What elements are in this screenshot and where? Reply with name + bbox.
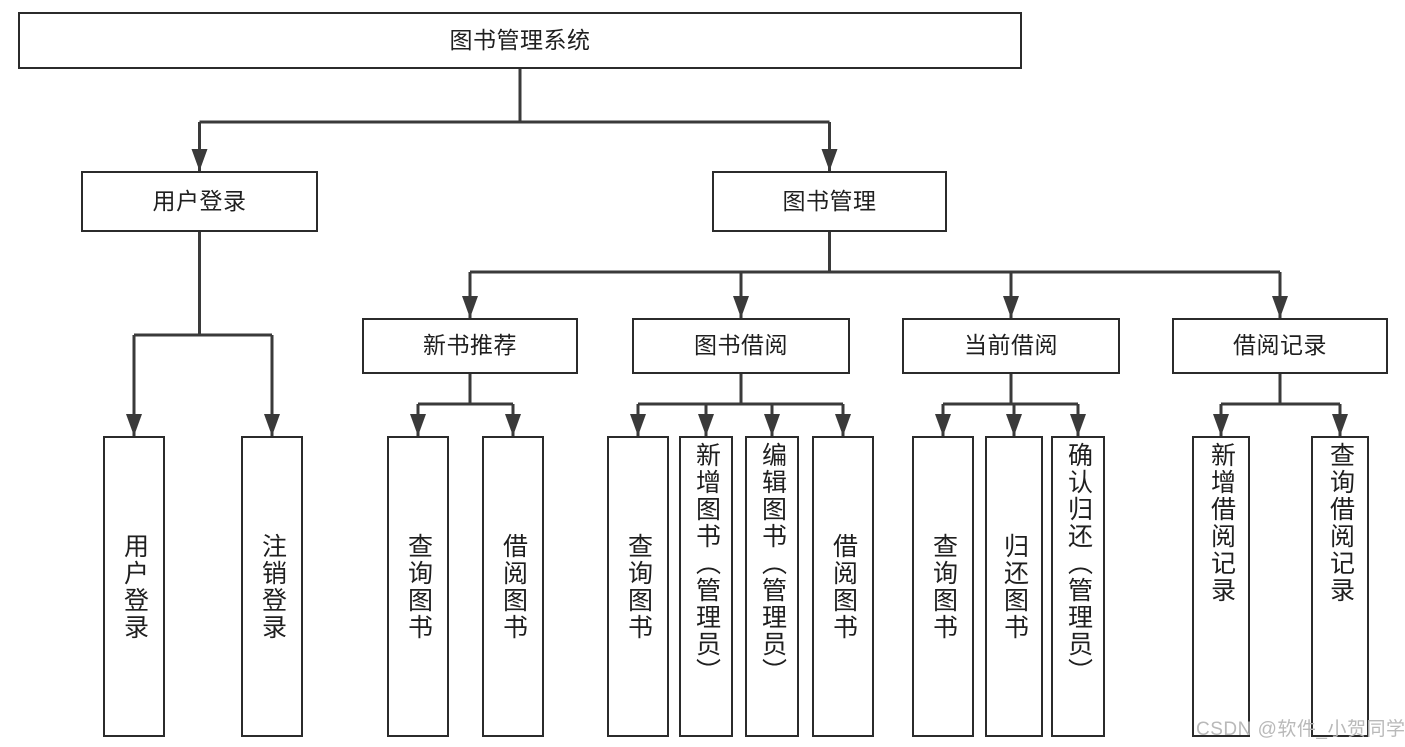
- node-label-current-borrow: 当前借阅: [964, 332, 1058, 359]
- node-leaf-logout: 注销登录: [241, 436, 303, 737]
- node-label-book-borrow: 图书借阅: [694, 332, 788, 359]
- arrowhead-0-0: [191, 149, 208, 171]
- node-leaf-br-add-record: 新增借阅记录: [1192, 436, 1250, 737]
- node-label-leaf-bb-query-book: 查询图书: [624, 532, 653, 641]
- node-leaf-cb-query-book: 查询图书: [912, 436, 974, 737]
- arrowhead-5-2: [1070, 414, 1086, 436]
- arrowhead-5-0: [935, 414, 951, 436]
- arrowhead-1-0: [462, 296, 478, 318]
- node-label-leaf-bb-borrow-book: 借阅图书: [829, 532, 858, 641]
- node-book-manage: 图书管理: [712, 171, 947, 232]
- node-leaf-user-login: 用户登录: [103, 436, 165, 737]
- node-leaf-cb-return-book: 归还图书: [985, 436, 1043, 737]
- arrowhead-4-1: [698, 414, 714, 436]
- arrowhead-3-0: [410, 414, 426, 436]
- node-label-leaf-logout: 注销登录: [258, 532, 287, 641]
- arrowhead-1-1: [733, 296, 749, 318]
- node-book-borrow: 图书借阅: [632, 318, 850, 374]
- node-label-borrow-record: 借阅记录: [1233, 332, 1327, 359]
- node-label-leaf-cb-return-book: 归还图书: [1000, 532, 1029, 641]
- node-new-book-rec: 新书推荐: [362, 318, 578, 374]
- arrowhead-2-0: [126, 414, 142, 436]
- arrowhead-6-0: [1213, 414, 1229, 436]
- arrowhead-5-1: [1006, 414, 1022, 436]
- node-leaf-bb-query-book: 查询图书: [607, 436, 669, 737]
- node-label-new-book-rec: 新书推荐: [423, 332, 517, 359]
- node-label-book-manage: 图书管理: [782, 187, 877, 214]
- arrowhead-6-1: [1332, 414, 1348, 436]
- arrowhead-1-2: [1003, 296, 1019, 318]
- node-current-borrow: 当前借阅: [902, 318, 1120, 374]
- arrowhead-4-0: [630, 414, 646, 436]
- node-label-leaf-user-login: 用户登录: [120, 532, 149, 641]
- node-label-leaf-br-add-record: 新增借阅记录: [1207, 442, 1236, 604]
- node-label-leaf-bb-add-book: 新增图书（管理员）: [692, 442, 721, 685]
- node-leaf-rec-borrow-book: 借阅图书: [482, 436, 544, 737]
- node-leaf-rec-query-book: 查询图书: [387, 436, 449, 737]
- arrowhead-1-3: [1272, 296, 1288, 318]
- node-leaf-bb-add-book: 新增图书（管理员）: [679, 436, 733, 737]
- node-label-leaf-cb-query-book: 查询图书: [929, 532, 958, 641]
- node-leaf-bb-edit-book: 编辑图书（管理员）: [745, 436, 799, 737]
- node-label-leaf-bb-edit-book: 编辑图书（管理员）: [758, 442, 787, 685]
- node-leaf-cb-confirm-return: 确认归还（管理员）: [1051, 436, 1105, 737]
- node-user-login: 用户登录: [81, 171, 318, 232]
- node-leaf-br-query-record: 查询借阅记录: [1311, 436, 1369, 737]
- node-label-leaf-cb-confirm-return: 确认归还（管理员）: [1064, 442, 1093, 685]
- node-label-leaf-rec-query-book: 查询图书: [404, 532, 433, 641]
- node-label-leaf-br-query-record: 查询借阅记录: [1326, 442, 1355, 604]
- arrowhead-2-1: [264, 414, 280, 436]
- node-borrow-record: 借阅记录: [1172, 318, 1388, 374]
- arrowhead-0-1: [821, 149, 838, 171]
- node-label-user-login: 用户登录: [152, 187, 247, 214]
- arrowhead-3-1: [505, 414, 521, 436]
- node-leaf-bb-borrow-book: 借阅图书: [812, 436, 874, 737]
- arrowhead-4-3: [835, 414, 851, 436]
- node-root: 图书管理系统: [18, 12, 1022, 69]
- arrowhead-4-2: [764, 414, 780, 436]
- node-label-leaf-rec-borrow-book: 借阅图书: [499, 532, 528, 641]
- node-label-root: 图书管理系统: [449, 26, 591, 53]
